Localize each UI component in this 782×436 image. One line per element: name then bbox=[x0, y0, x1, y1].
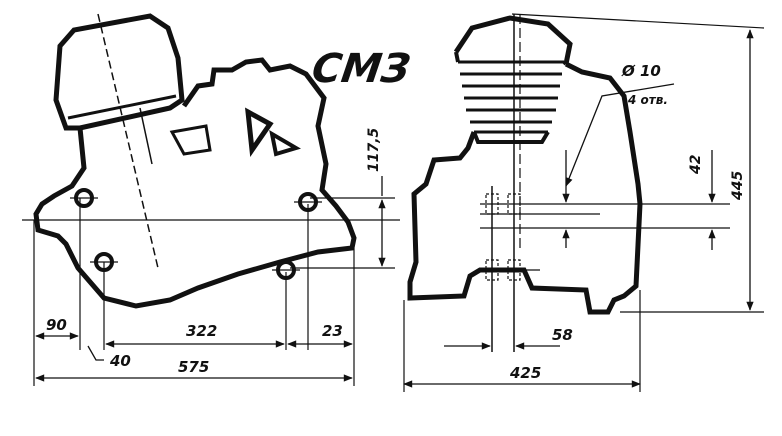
hole-leader bbox=[565, 83, 675, 187]
dim-42-label: 42 bbox=[688, 155, 704, 175]
cylinder-head-outline bbox=[53, 13, 185, 131]
crankcase-window bbox=[169, 124, 212, 156]
dim-322-label: 322 bbox=[186, 322, 217, 340]
crankcase-outline bbox=[33, 57, 357, 309]
dim-90-label: 90 bbox=[46, 316, 67, 334]
dim-23-label: 23 bbox=[322, 322, 343, 340]
crankcase-triangle bbox=[245, 107, 274, 157]
dim-575-label: 575 bbox=[178, 358, 209, 376]
crankcase-front-outline bbox=[407, 61, 643, 315]
dim-40-label: 40 bbox=[109, 352, 131, 370]
hole-diameter-label: Ø 10 bbox=[621, 62, 661, 80]
side-view bbox=[22, 13, 400, 386]
dim-445-label: 445 bbox=[730, 171, 746, 201]
mount-hole-front-upper bbox=[70, 188, 98, 208]
hole-count-label: 4 отв. bbox=[627, 93, 668, 107]
cylinder-top-outline bbox=[453, 15, 573, 65]
dim-425-label: 425 bbox=[509, 364, 541, 382]
crankcase-triangle-small bbox=[269, 130, 301, 157]
cylinder-fins bbox=[458, 60, 564, 134]
drawing-title: СМЗ bbox=[309, 46, 413, 92]
front-view bbox=[403, 13, 765, 392]
dim-117-5-label: 117,5 bbox=[366, 127, 382, 172]
dim-58-label: 58 bbox=[552, 326, 573, 344]
